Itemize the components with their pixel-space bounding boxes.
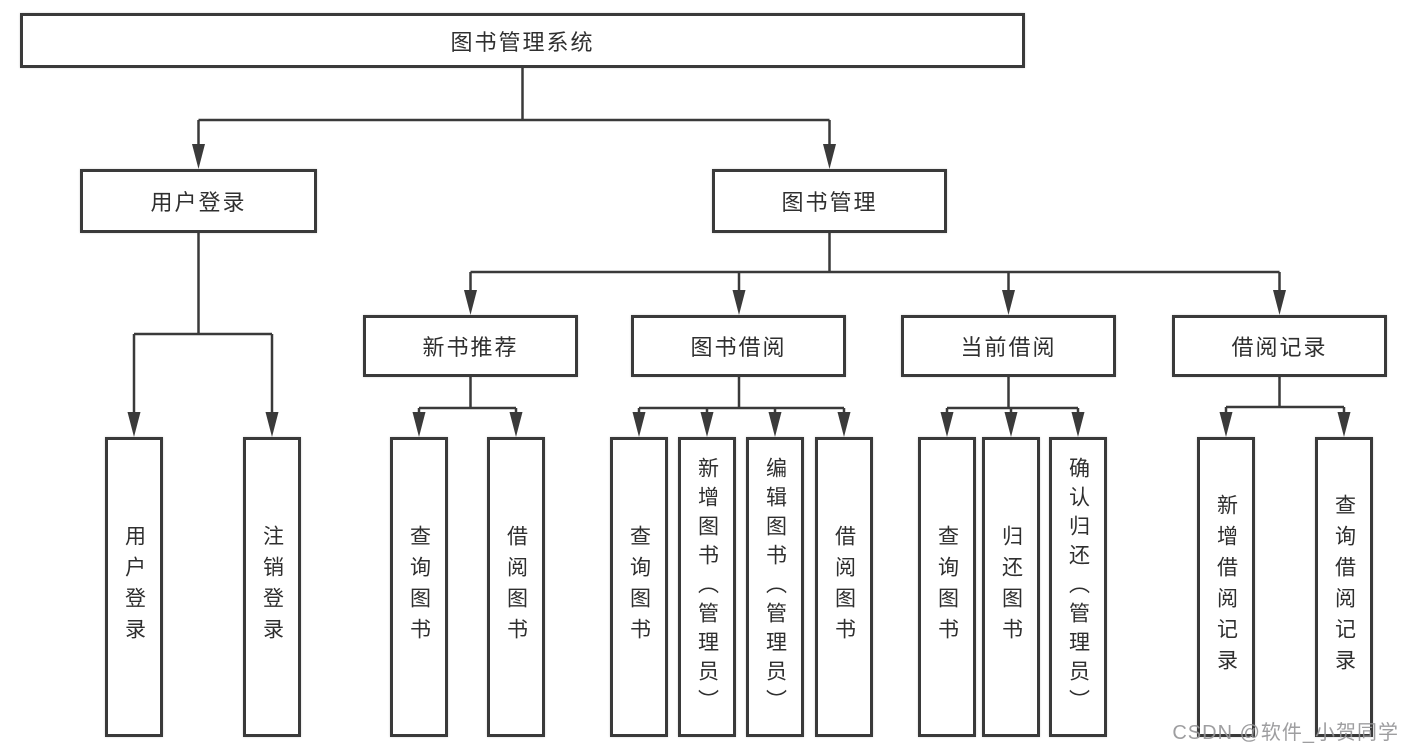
node-book-borrowing: 图书借阅 — [631, 315, 846, 377]
node-library-management-system: 图书管理系统 — [20, 13, 1025, 68]
leaf-user-login: 用户登录 — [105, 437, 163, 737]
leaf-return-books: 归还图书 — [982, 437, 1040, 737]
connector-current-borrowing — [940, 377, 1085, 437]
leaf-confirm-return-admin: 确认归还（管理员） — [1049, 437, 1107, 737]
leaf-query-books-current: 查询图书 — [918, 437, 976, 737]
node-book-management: 图书管理 — [712, 169, 947, 233]
connector-book-management — [464, 233, 1286, 315]
connector-new-book-recommendation — [412, 377, 523, 437]
connector-root — [192, 68, 836, 169]
connector-user-login — [127, 233, 279, 437]
node-current-borrowing: 当前借阅 — [901, 315, 1116, 377]
leaf-add-borrow-record: 新增借阅记录 — [1197, 437, 1255, 737]
csdn-watermark: CSDN @软件_小贺同学 — [1172, 722, 1399, 744]
leaf-query-books-recommend: 查询图书 — [390, 437, 448, 737]
leaf-logout: 注销登录 — [243, 437, 301, 737]
leaf-borrow-books: 借阅图书 — [815, 437, 873, 737]
connector-book-borrowing — [632, 377, 851, 437]
leaf-query-books-borrowing: 查询图书 — [610, 437, 668, 737]
leaf-add-books-admin: 新增图书（管理员） — [678, 437, 736, 737]
leaf-borrow-books-recommend: 借阅图书 — [487, 437, 545, 737]
node-user-login: 用户登录 — [80, 169, 317, 233]
leaf-edit-books-admin: 编辑图书（管理员） — [746, 437, 804, 737]
node-new-book-recommendation: 新书推荐 — [363, 315, 578, 377]
node-borrowing-records: 借阅记录 — [1172, 315, 1387, 377]
connector-borrowing-records — [1219, 377, 1351, 437]
leaf-query-borrow-record: 查询借阅记录 — [1315, 437, 1373, 737]
